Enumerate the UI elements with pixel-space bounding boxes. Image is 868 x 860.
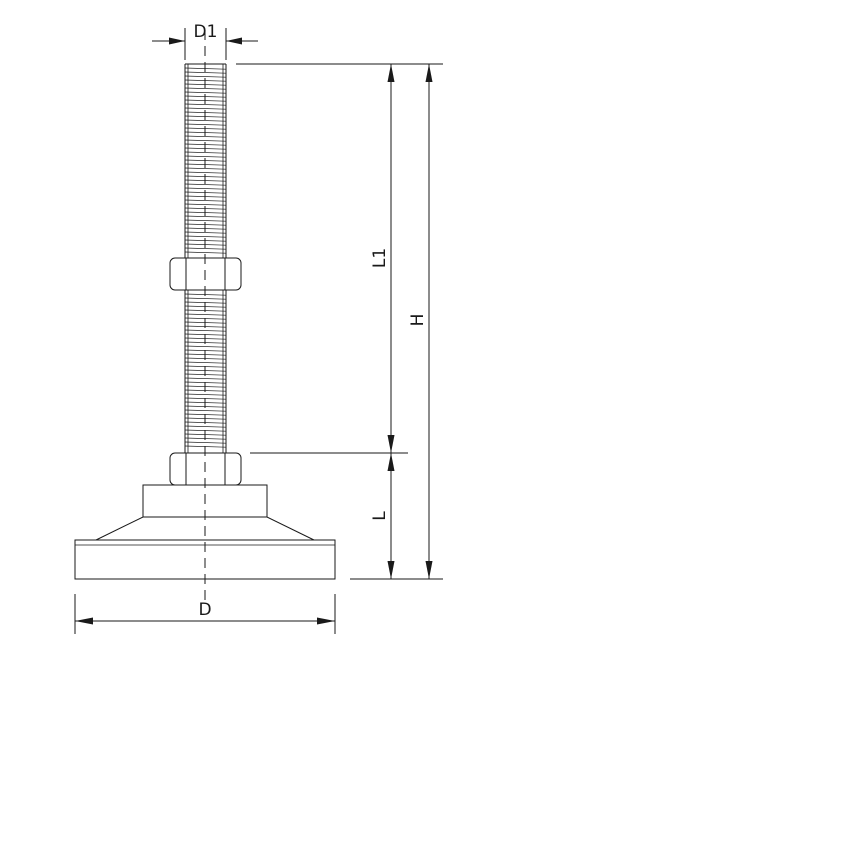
thread-line [184, 87, 227, 90]
dimension-d1: D1 [152, 22, 258, 60]
thread-line [184, 329, 227, 332]
thread-line [184, 155, 227, 158]
thread-line [184, 199, 227, 202]
l-arrow-top [387, 453, 395, 471]
thread-line [184, 167, 227, 170]
thread-line [184, 75, 227, 78]
thread-line [184, 425, 227, 428]
d1-arrow-right [226, 37, 242, 45]
l1-arrow-top [387, 64, 395, 82]
thread-line [184, 409, 227, 412]
thread-line [184, 171, 227, 174]
thread-line [184, 219, 227, 222]
thread-line [184, 231, 227, 234]
d1-arrow-left [169, 37, 185, 45]
l-label: L [370, 511, 390, 521]
thread-line [184, 203, 227, 206]
dimension-d: D [74, 594, 336, 634]
d-arrow-left [75, 617, 93, 625]
thread-line [184, 345, 227, 348]
dimension-l: L [370, 453, 395, 579]
thread-line [184, 235, 227, 238]
thread-line [184, 393, 227, 396]
thread-line [184, 139, 227, 142]
thread-line [184, 313, 227, 316]
thread-line [184, 151, 227, 154]
thread-line [184, 107, 227, 110]
thread-line [184, 119, 227, 122]
h-arrow-top [425, 64, 433, 82]
thread-line [184, 441, 227, 444]
thread-line [184, 251, 227, 254]
thread-line [184, 183, 227, 186]
thread-line [184, 123, 227, 126]
l1-arrow-bottom [387, 435, 395, 453]
thread-line [184, 135, 227, 138]
thread-line [184, 91, 227, 94]
l1-label: L1 [370, 248, 390, 268]
thread-line [184, 103, 227, 106]
thread-line [184, 297, 227, 300]
h-arrow-bottom [425, 561, 433, 579]
dimension-l1: L1 [370, 64, 395, 453]
h-label: H [408, 314, 428, 327]
l-arrow-bottom [387, 561, 395, 579]
d-label: D [198, 600, 211, 620]
thread-line [184, 71, 227, 74]
dimension-h: H [408, 64, 433, 579]
thread-line [184, 361, 227, 364]
thread-line [184, 215, 227, 218]
d-arrow-right [317, 617, 335, 625]
thread-line [184, 377, 227, 380]
thread-line [184, 247, 227, 250]
d1-label: D1 [194, 22, 218, 42]
thread-line [184, 187, 227, 190]
